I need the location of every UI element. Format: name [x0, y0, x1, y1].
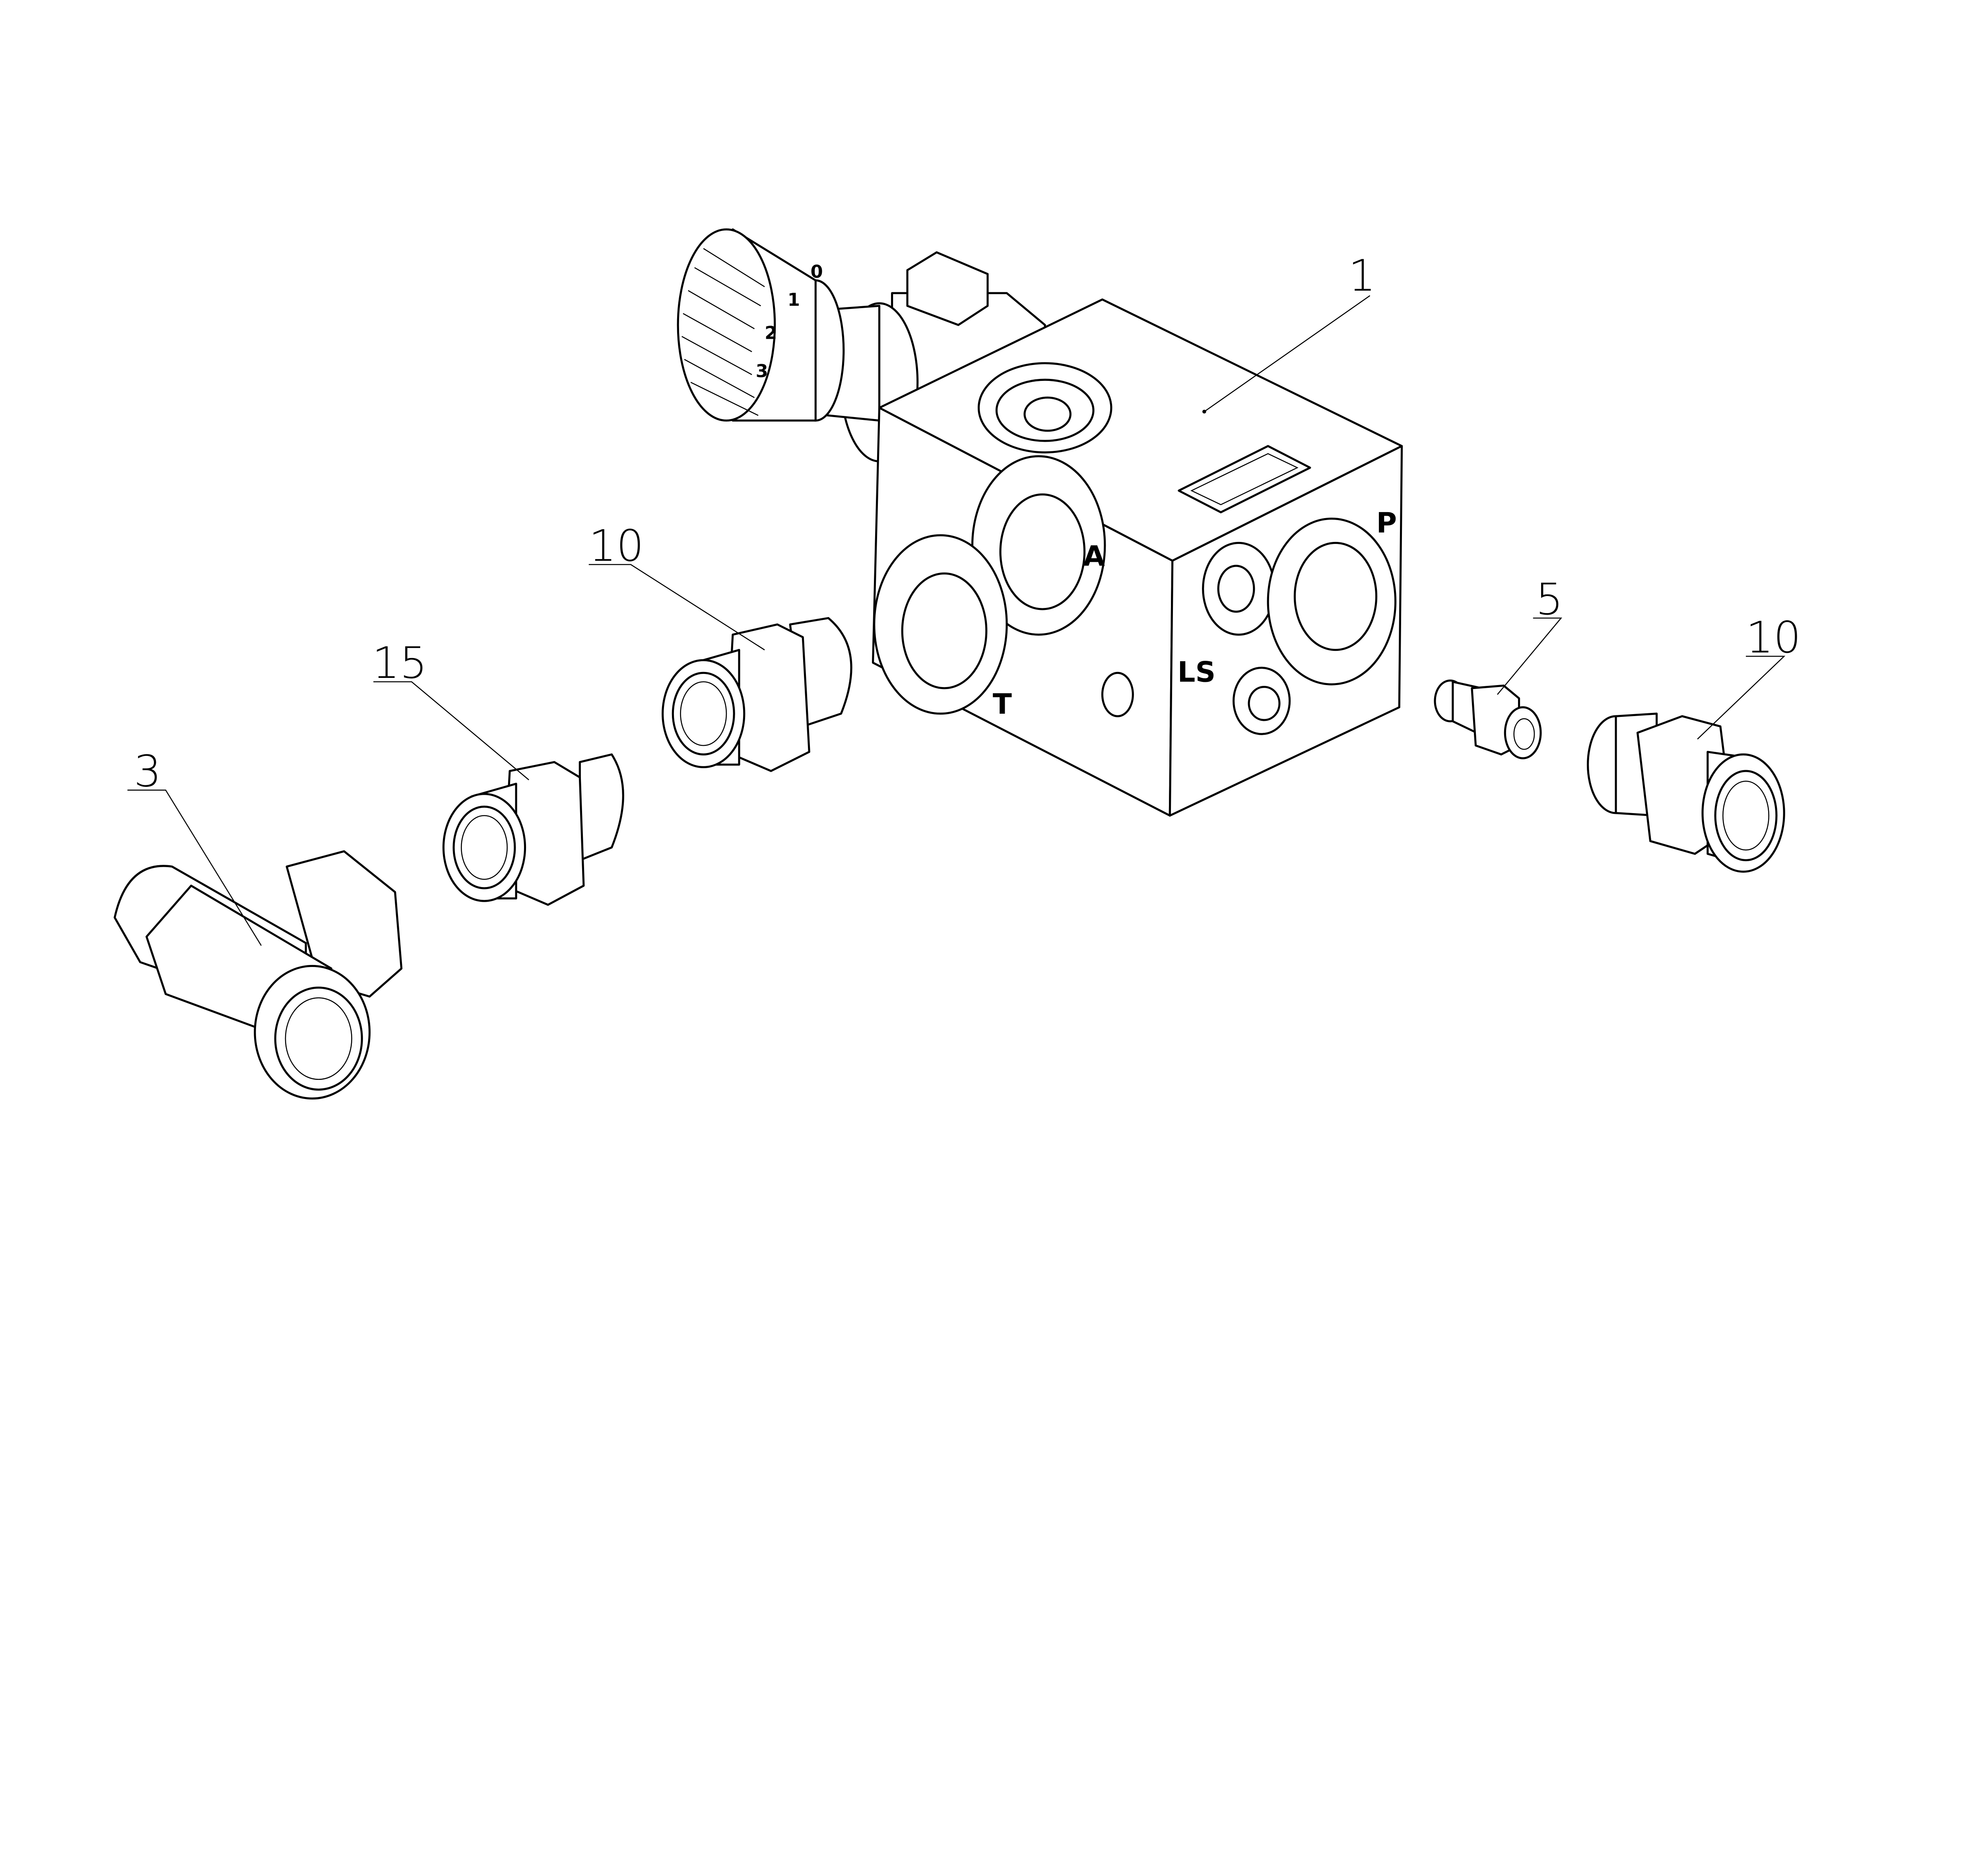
tee-fitting: [113, 850, 403, 1100]
callout-label: 15: [372, 638, 427, 688]
port-label-a: A: [1083, 540, 1105, 573]
hex-socket-icon: [1023, 396, 1072, 432]
callout-label: 5: [1536, 574, 1563, 625]
callout-label: 1: [1348, 250, 1376, 301]
callout-label: 10: [1746, 612, 1801, 663]
valve-block: A T P LS: [872, 298, 1403, 817]
straight-fitting-left: [662, 617, 852, 772]
callout-label: 10: [589, 520, 644, 571]
exploded-view-drawing: 0 1 2 3 A T P LS: [113, 228, 1801, 1100]
dial-number: 1: [788, 289, 800, 310]
small-fitting: [1434, 679, 1542, 759]
port-label-t: T: [993, 688, 1012, 720]
dial-number: 2: [765, 322, 777, 344]
callout-leaders: [127, 295, 1786, 946]
straight-fitting-right: [1587, 713, 1785, 873]
dial-number: 3: [756, 361, 768, 382]
callout-label: 3: [134, 746, 161, 797]
reducer-fitting: [442, 753, 624, 906]
port-label-ls: LS: [1178, 656, 1216, 689]
dial-number: 0: [810, 261, 823, 282]
nameplate: [1178, 445, 1311, 514]
port-label-p: P: [1376, 507, 1397, 540]
